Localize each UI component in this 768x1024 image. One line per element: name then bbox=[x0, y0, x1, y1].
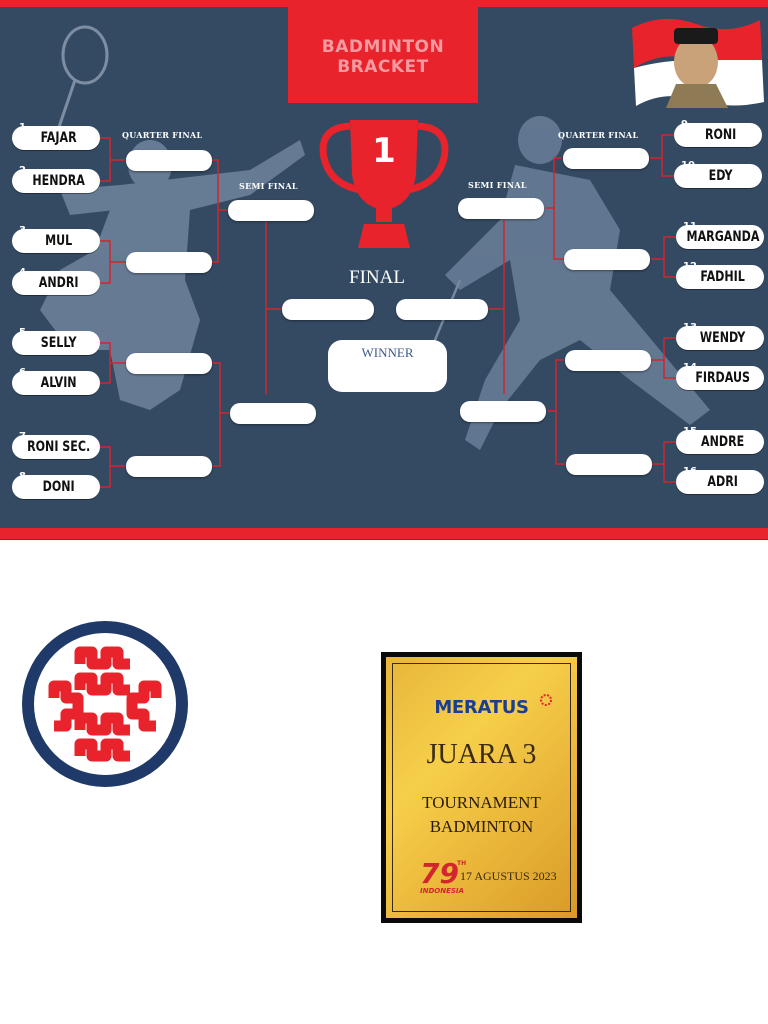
seed-number: 2 bbox=[19, 165, 26, 176]
title-banner: BADMINTON BRACKET bbox=[288, 7, 478, 103]
right-quarter-final-label: QUARTER FINAL bbox=[558, 130, 639, 140]
award-date: 17 AGUSTUS 2023 bbox=[460, 869, 557, 883]
top-accent-bar bbox=[0, 0, 768, 7]
seed-number: 11 bbox=[683, 221, 697, 232]
meratus-star-icon bbox=[540, 694, 552, 706]
seed-number: 13 bbox=[683, 322, 697, 333]
semi-final-slot[interactable] bbox=[460, 401, 546, 422]
award-rank: JUARA 3 bbox=[426, 739, 537, 770]
trophy-icon: 1 bbox=[319, 120, 449, 248]
organization-logo bbox=[22, 621, 188, 787]
final-label: FINAL bbox=[349, 267, 405, 288]
final-slot-left[interactable] bbox=[282, 299, 374, 320]
player-name: EDY bbox=[708, 168, 733, 184]
player-name: FADHIL bbox=[700, 269, 745, 285]
quarter-final-slot[interactable] bbox=[126, 456, 212, 477]
semi-final-slot[interactable] bbox=[458, 198, 544, 219]
player-name: WENDY bbox=[699, 330, 746, 346]
left-semi-final-label: SEMI FINAL bbox=[239, 181, 298, 191]
winner-box[interactable]: WINNER bbox=[328, 340, 447, 392]
player-name: MUL bbox=[45, 233, 73, 249]
player-name: MARGANDA bbox=[686, 229, 760, 245]
player-name: HENDRA bbox=[32, 173, 85, 189]
title-line-2: BRACKET bbox=[337, 57, 429, 77]
player-name: ANDRE bbox=[701, 434, 745, 450]
player-name: FAJAR bbox=[40, 130, 77, 146]
emblem-number: 79 bbox=[420, 857, 459, 890]
player-name: ADRI bbox=[707, 474, 738, 490]
award-title-line-1: TOURNAMENT bbox=[422, 793, 541, 812]
final-slot-right[interactable] bbox=[396, 299, 488, 320]
seed-number: 14 bbox=[683, 362, 697, 373]
plaque-gold-panel: MERATUS JUARA 3 TOURNAMENT BADMINTON 79 … bbox=[386, 657, 577, 918]
right-semi-final-label: SEMI FINAL bbox=[468, 180, 527, 190]
seed-number: 3 bbox=[19, 225, 26, 236]
plaque-ornament-border bbox=[392, 663, 571, 912]
quarter-final-slot[interactable] bbox=[126, 150, 212, 171]
quarter-final-slot[interactable] bbox=[126, 353, 212, 374]
player-name: FIRDAUS bbox=[695, 370, 750, 386]
semi-final-slot[interactable] bbox=[230, 403, 316, 424]
player-name: ANDRI bbox=[38, 275, 79, 291]
bracket-board: BADMINTON BRACKET 1 bbox=[0, 0, 768, 540]
quarter-final-slot[interactable] bbox=[563, 148, 649, 169]
seed-number: 10 bbox=[681, 160, 695, 171]
award-plaque: MERATUS JUARA 3 TOURNAMENT BADMINTON 79 … bbox=[381, 652, 582, 923]
player-name: ALVIN bbox=[40, 375, 77, 391]
left-quarter-final-label: QUARTER FINAL bbox=[122, 130, 203, 140]
seed-number: 8 bbox=[19, 471, 26, 482]
player-name: RONI bbox=[704, 127, 737, 143]
emblem-text: INDONESIA bbox=[420, 887, 464, 895]
seed-number: 5 bbox=[19, 327, 26, 338]
player-name: RONI SEC. bbox=[27, 439, 91, 455]
player-name: DONI bbox=[42, 479, 75, 495]
seed-number: 12 bbox=[683, 261, 697, 272]
award-title: TOURNAMENT BADMINTON bbox=[386, 791, 577, 839]
seed-number: 16 bbox=[683, 466, 697, 477]
seed-number: 4 bbox=[19, 267, 26, 278]
quarter-final-slot[interactable] bbox=[565, 350, 651, 371]
award-title-line-2: BADMINTON bbox=[429, 817, 534, 836]
bracket-lines bbox=[100, 134, 676, 488]
quarter-final-slot[interactable] bbox=[564, 249, 650, 270]
quarter-final-slot[interactable] bbox=[566, 454, 652, 475]
trophy-number: 1 bbox=[372, 131, 396, 171]
emblem-superscript: TH bbox=[457, 860, 466, 867]
seed-number: 6 bbox=[19, 367, 26, 378]
semi-final-slot[interactable] bbox=[228, 200, 314, 221]
bottom-accent-bar bbox=[0, 528, 768, 539]
quarter-final-slot[interactable] bbox=[126, 252, 212, 273]
winner-label: WINNER bbox=[361, 345, 414, 360]
title-line-1: BADMINTON bbox=[321, 37, 445, 57]
seed-number: 7 bbox=[19, 431, 26, 442]
player-name: SELLY bbox=[40, 335, 77, 351]
anniversary-79-emblem: 79 TH INDONESIA bbox=[420, 857, 466, 895]
indonesian-flag-portrait bbox=[632, 18, 764, 108]
brand-name: MERATUS bbox=[434, 697, 529, 718]
seed-number: 9 bbox=[681, 119, 688, 130]
seed-number: 15 bbox=[683, 426, 697, 437]
seed-number: 1 bbox=[19, 122, 26, 133]
